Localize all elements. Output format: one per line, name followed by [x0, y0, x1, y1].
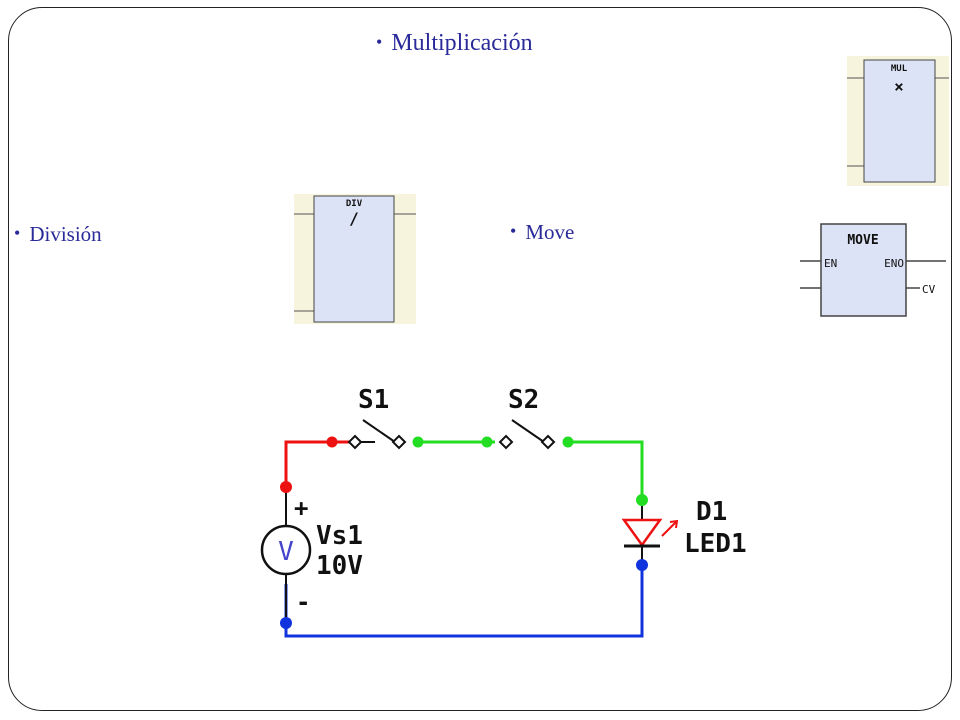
bullet-multiplication-text: Multiplicación [391, 30, 533, 56]
plus-sign: + [294, 494, 308, 522]
div-block: DIV / [294, 194, 416, 329]
div-block-name: DIV [346, 199, 363, 209]
switch-s1: S1 [326, 385, 424, 450]
led-circuit-diagram: S1 S2 V + - Vs1 10V [250, 370, 770, 655]
move-block-eno: ENO [884, 257, 904, 270]
div-block-symbol: / [349, 209, 359, 228]
diode-name-label: D1 [696, 497, 727, 527]
slide-frame [8, 7, 952, 711]
switch-s2-label: S2 [508, 385, 539, 415]
bullet-move: • Move [510, 220, 574, 245]
move-block-en: EN [824, 257, 837, 270]
bullet-move-text: Move [525, 220, 575, 244]
mul-block-name: MUL [891, 64, 908, 74]
led-diode: D1 LED1 [621, 494, 747, 571]
diode-type-label: LED1 [684, 529, 747, 559]
move-block: MOVE EN ENO CV [800, 222, 946, 323]
source-name-label: Vs1 [316, 521, 363, 551]
voltage-source: V + - Vs1 10V [260, 481, 363, 629]
bullet-dot: • [376, 32, 383, 52]
bullet-dot: • [14, 223, 21, 243]
bullet-division-text: División [29, 222, 102, 246]
minus-sign: - [296, 588, 310, 616]
wire-red [284, 440, 360, 487]
move-block-name: MOVE [847, 233, 878, 248]
wire-green-right [565, 440, 644, 500]
bullet-dot: • [510, 221, 517, 241]
mul-block: MUL × [847, 56, 949, 191]
source-value-label: 10V [316, 551, 363, 581]
move-block-out: CV [922, 283, 936, 296]
bullet-multiplication: • Multiplicación [376, 30, 533, 57]
mul-block-symbol: × [894, 77, 904, 96]
switch-s2: S2 [481, 385, 574, 450]
voltage-source-symbol: V [278, 537, 294, 567]
switch-s1-label: S1 [358, 385, 389, 415]
bullet-division: • División [14, 222, 102, 247]
